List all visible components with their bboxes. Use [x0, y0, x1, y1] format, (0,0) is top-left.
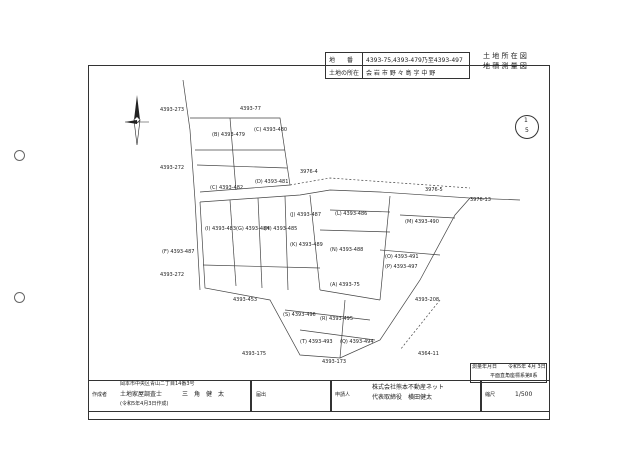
stamp-line-1: 測量年月日 [472, 364, 498, 370]
parcel-label: 4393-272 [160, 272, 185, 278]
parcel-label: (K) 4393-489 [290, 242, 323, 248]
location-label: 土地の所在 [324, 65, 364, 79]
parcel-label: (L) 4393-486 [335, 211, 368, 217]
surveyor-title: 土地家屋調査士 [120, 391, 163, 398]
parcel-label: (I) 4393-483 [205, 226, 237, 232]
applicant-company: 株式会社熊本不動産ネット [372, 384, 445, 391]
parcel-label: 3976-13 [470, 197, 491, 203]
parcel-label: (G) 4393-484 [236, 226, 270, 232]
scale-value: 1/500 [515, 391, 533, 398]
stamp-line-2: 令和5年 4月 3日 [508, 364, 546, 370]
parcel-label: (O) 4393-491 [385, 254, 419, 260]
footer-bar [88, 380, 550, 412]
parcel-label: (F) 4393-487 [162, 249, 195, 255]
punch-hole-top [14, 150, 25, 161]
applicant-representative: 代表取締役 横田健太 [372, 394, 433, 401]
compass-icon [125, 95, 149, 145]
sheet-total: 5 [525, 127, 529, 134]
title-line-1: 土 地 所 在 図 [483, 52, 527, 60]
footer-divider [330, 380, 332, 412]
title-line-2: 地 積 測 量 図 [483, 62, 527, 70]
parcel-label: 3976-5 [425, 187, 443, 193]
stamp-line-3: 平面直角座標系第Ⅱ系 [490, 373, 538, 379]
footer-divider [250, 380, 252, 412]
location-value: 会 岩 市 野 々 島 字 中 野 [362, 65, 471, 79]
parcel-label: 4393-273 [160, 107, 185, 113]
surveyor-address: 岡本市中央区青山ニ丁目14番3号 [120, 381, 195, 387]
survey-stamp [470, 363, 547, 383]
parcel-label: 4393-272 [160, 165, 185, 171]
footer-divider [480, 380, 482, 412]
punch-hole-bottom [14, 292, 25, 303]
parcel-label: (A) 4393-75 [330, 282, 360, 288]
parcel-label: (R) 4393-495 [320, 316, 354, 322]
parcel-label: 4393-77 [240, 106, 261, 112]
parcel-label: (C) 4393-482 [210, 185, 244, 191]
parcel-label: (P) 4393-497 [385, 264, 418, 270]
parcel-label: (H) 4393-485 [264, 226, 298, 232]
sheet-number: 1 [524, 117, 528, 124]
scale-label: 縮尺 [485, 392, 496, 398]
parcel-label: (M) 4393-490 [405, 219, 439, 225]
boundary-west [182, 79, 201, 291]
created-note: (令和5年4月3日作成) [120, 401, 169, 407]
sheet-badge [515, 115, 539, 139]
parcel-label: (N) 4393-488 [330, 247, 364, 253]
seal-label: 届出 [256, 392, 267, 398]
drawing-frame [88, 65, 550, 420]
creator-label: 作成者 [92, 392, 108, 398]
parcel-label: (S) 4393-496 [283, 312, 316, 318]
parcel-label: 4393-208 [415, 297, 440, 303]
parcel-label: (D) 4393-481 [255, 179, 289, 185]
header-table: 地 番 4393-75,4393-479乃至4393-497 土地の所在 会 岩… [324, 52, 471, 79]
parcel-label: 4364-11 [418, 351, 439, 357]
parcel-label: (B) 4393-479 [212, 132, 245, 138]
parcel-label: (C) 4393-480 [254, 127, 288, 133]
boundary-main [199, 189, 471, 359]
applicant-label: 申請人 [335, 392, 351, 398]
parcel-label: 3976-4 [300, 169, 318, 175]
surveyor-name: 三 角 健 太 [182, 391, 225, 398]
parcel-label: (Q) 4393-494 [340, 339, 374, 345]
parcel-label: 4393-173 [322, 359, 347, 365]
parcel-label: 4393-453 [233, 297, 258, 303]
parcel-label: (J) 4393-487 [290, 212, 322, 218]
boundary-north-block [190, 117, 291, 193]
parcel-label: (T) 4393-493 [300, 339, 333, 345]
parcel-label: 4393-175 [242, 351, 267, 357]
